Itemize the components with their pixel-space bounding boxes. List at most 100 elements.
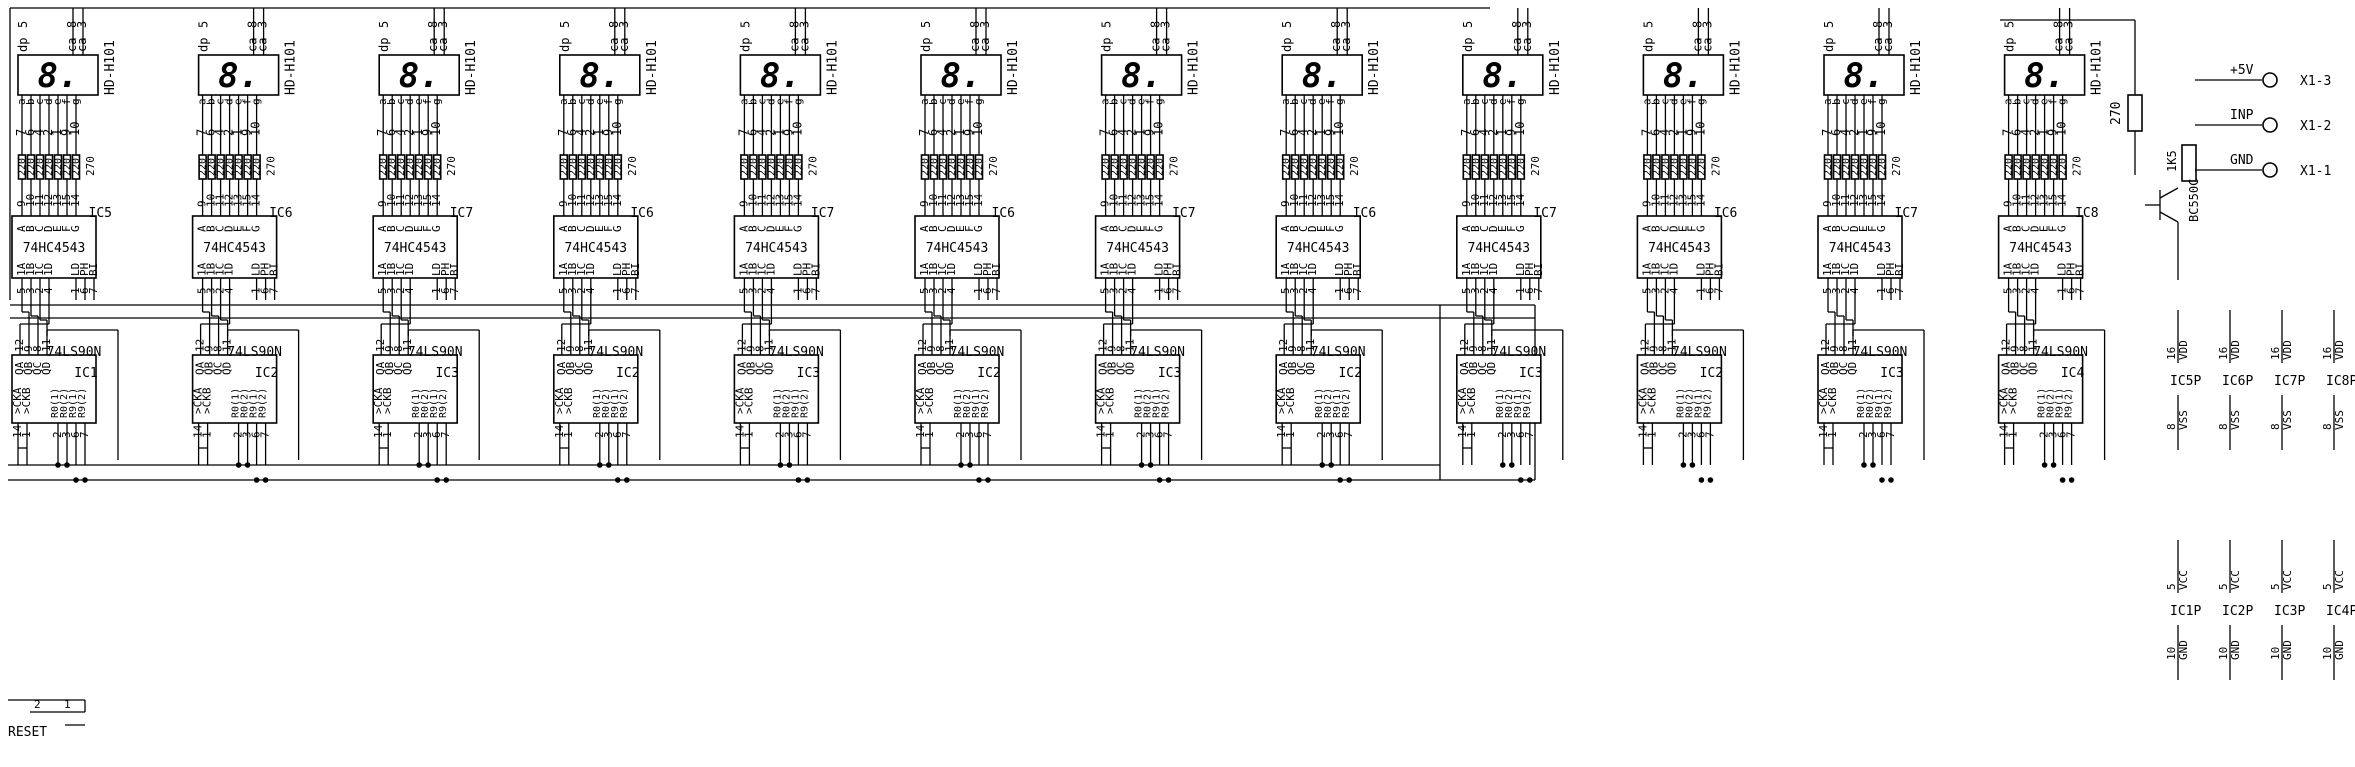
counter-bottom-pin: 7 xyxy=(1342,431,1355,438)
decoder-output-label: D xyxy=(1126,225,1139,232)
decoder-output-label: A xyxy=(1279,225,1292,232)
decoder-input-pin: 7 xyxy=(1171,287,1184,294)
decoder-pin-number: 13 xyxy=(412,194,425,207)
counter-bottom-pin: 1 xyxy=(923,431,936,438)
decoder-chip xyxy=(733,215,820,279)
seven-segment-display xyxy=(1642,54,1725,96)
decoder-input-pin: 5 xyxy=(15,287,28,294)
counter-bottom-pin: 7 xyxy=(78,431,91,438)
counter-chip xyxy=(372,354,459,424)
decoder-part-label: 74HC4543 xyxy=(1106,241,1169,256)
segment-pin-number: 7 xyxy=(917,129,931,136)
decoder-part-label: 74HC4543 xyxy=(1467,241,1530,256)
decoder-output-label: D xyxy=(945,225,958,232)
decoder-pin-number: 13 xyxy=(2038,194,2051,207)
display-pin-number: 8 xyxy=(2052,21,2066,28)
decoder-pin-number: 13 xyxy=(1857,194,1870,207)
display-pin-number: 5 xyxy=(16,21,30,28)
decoder-chip xyxy=(552,215,639,279)
decoder-pin-number: 14 xyxy=(430,193,443,207)
segment-pin-number: 1 xyxy=(2037,129,2051,136)
decoder-output-label: A xyxy=(1460,225,1473,232)
display-part-label: HD-H101 xyxy=(1728,40,1743,95)
resistor-value: 220 xyxy=(1128,158,1139,176)
decoder-input-pin: 6 xyxy=(1342,287,1355,294)
display-part-label: HD-H101 xyxy=(1006,40,1021,95)
power-ic-label: IC6P xyxy=(2222,374,2253,389)
transistor-label: BC550C xyxy=(2187,179,2201,222)
decoder-pin-number: 9 xyxy=(1460,200,1473,207)
decoder-input-pin: 2 xyxy=(33,287,46,294)
segment-pin-number: 10 xyxy=(68,122,82,136)
counter-reset-label: R0(1) xyxy=(1134,388,1145,418)
decoder-output-label: A xyxy=(1640,225,1653,232)
decoder-input-label: PH xyxy=(1162,263,1175,276)
reset-label: RESET xyxy=(8,725,47,740)
resistor-value: 220 xyxy=(2040,158,2051,176)
resistor-end-value: 270 xyxy=(1529,156,1542,176)
decoder-input-pin: 6 xyxy=(620,287,633,294)
counter-bottom-pin: 3 xyxy=(782,431,795,438)
decoder-pin-number: 14 xyxy=(1153,193,1166,207)
decoder-input-label: 1C xyxy=(394,263,407,276)
counter-reset-label: R9(2) xyxy=(1341,388,1352,418)
counter-output-label: QB xyxy=(1828,361,1841,375)
decoder-pin-number: 13 xyxy=(954,194,967,207)
counter-clock-label: >CKA xyxy=(1095,387,1108,414)
counter-clock-label: >CKA xyxy=(11,387,24,414)
decoder-pin-number: 9 xyxy=(15,200,28,207)
counter-output-label: QA xyxy=(916,361,929,375)
decoder-input-label: LD xyxy=(1333,263,1346,276)
segment-pin-number: 9 xyxy=(1143,129,1157,136)
resistor-value: 220 xyxy=(1299,158,1310,176)
display-pin-number: 5 xyxy=(197,21,211,28)
segment-pin-number: 10 xyxy=(2055,122,2069,136)
counter-output-label: QD xyxy=(762,362,775,375)
junction-dot xyxy=(73,477,79,483)
decoder-pin-number: 9 xyxy=(1821,200,1834,207)
decoder-input-pin: 2 xyxy=(1839,287,1852,294)
decoder-output-label: E xyxy=(232,225,245,232)
counter-ref: IC2 xyxy=(255,366,278,381)
decoder-input-pin: 6 xyxy=(981,287,994,294)
seven-segment-display xyxy=(378,54,461,96)
decoder-input-pin: 1 xyxy=(1153,287,1166,294)
display-pin-number: 8 xyxy=(65,21,79,28)
counter-reset-label: R0(1) xyxy=(50,388,61,418)
counter-clock-label: >CKA xyxy=(1817,387,1830,414)
decoder-ref: IC8 xyxy=(2075,206,2098,221)
counter-bottom-pin: 7 xyxy=(1523,431,1536,438)
segment-pin-number: 10 xyxy=(249,122,263,136)
decoder-input-label: 1D xyxy=(42,263,55,276)
counter-clock-label: >CKA xyxy=(1636,387,1649,414)
counter-ref: IC3 xyxy=(797,366,820,381)
counter-part-label: 74LS90N xyxy=(1311,345,1366,360)
decoder-pin-number: 10 xyxy=(927,194,940,207)
display-pin-number: 3 xyxy=(978,21,992,28)
power-pin: 8 xyxy=(2321,423,2334,430)
segment-pin-number: 7 xyxy=(1639,129,1653,136)
decoder-input-pin: 4 xyxy=(584,287,597,294)
decoder-input-pin: 7 xyxy=(87,287,100,294)
decoder-pin-number: 9 xyxy=(557,200,570,207)
decoder-output-label: B xyxy=(1469,225,1482,232)
resistor-value: 220 xyxy=(938,158,949,176)
counter-ref: IC2 xyxy=(616,366,639,381)
decoder-pin-number: 13 xyxy=(51,194,64,207)
counter-reset-label: R9(1) xyxy=(429,388,440,418)
decoder-input-label: 1A xyxy=(15,262,28,276)
resistor-value: 220 xyxy=(613,158,624,176)
resistor-value: 220 xyxy=(947,158,958,176)
counter-reset-label: R0(2) xyxy=(1865,388,1876,418)
decoder-input-label: BI xyxy=(1893,263,1906,276)
junction-dot xyxy=(425,462,432,468)
power-pin: 16 xyxy=(2321,347,2334,360)
decoder-input-label: PH xyxy=(1523,263,1536,276)
decoder-input-pin: 6 xyxy=(259,287,272,294)
counter-bottom-pin: 14 xyxy=(1095,424,1108,438)
counter-bottom-pin: 7 xyxy=(981,431,994,438)
decoder-output-label: E xyxy=(51,225,64,232)
decoder-input-label: PH xyxy=(1884,263,1897,276)
display-part-label: HD-H101 xyxy=(1187,40,1202,95)
